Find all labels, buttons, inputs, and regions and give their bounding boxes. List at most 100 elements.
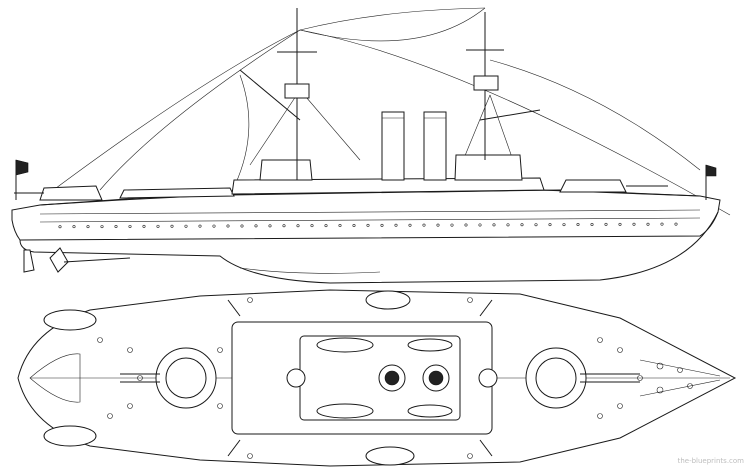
porthole [170,224,174,228]
porthole [674,222,678,226]
forward-funnel-mouth [428,370,444,386]
derrick [239,69,301,121]
deck-fitting [137,375,143,381]
hull-upper [11,189,721,241]
porthole-row [58,222,678,229]
porthole [408,223,412,227]
aft-turret [39,185,103,201]
porthole [114,225,118,229]
porthole [310,224,314,228]
porthole [282,224,286,228]
porthole [450,223,454,227]
aft-turret-top [165,357,207,399]
deck-fitting [687,383,693,389]
deck-fitting [637,375,643,381]
porthole [128,224,132,228]
forward-funnel [423,111,447,181]
aft-funnel-mouth [384,370,400,386]
deck-fittings [97,297,693,459]
porthole [520,223,524,227]
deck-boat [316,403,374,419]
fore-top [473,75,499,91]
porthole [604,222,608,226]
deck-fitting [617,403,623,409]
casemate-guns [227,299,493,457]
porthole [324,224,328,228]
porthole [464,223,468,227]
deck-boat [316,337,374,353]
porthole [576,223,580,227]
bridge-block [454,154,523,181]
porthole [394,223,398,227]
porthole [548,223,552,227]
porthole [506,223,510,227]
bilge-keel [239,267,381,274]
porthole [436,223,440,227]
deck-fitting [97,337,103,343]
porthole [660,222,664,226]
porthole [338,224,342,228]
porthole [86,225,90,229]
porthole [366,223,370,227]
deck-boat [407,404,453,418]
rigging [39,7,731,216]
porthole [226,224,230,228]
aft-deckhouse [119,187,235,199]
rudder [23,249,35,273]
porthole [562,223,566,227]
main-top [284,83,310,99]
porthole [534,223,538,227]
deck-fitting [617,347,623,353]
deck-fitting [107,413,113,419]
boat-aft-port [43,309,97,331]
forward-turret [559,179,627,193]
propeller [49,247,69,273]
derrick [479,109,541,121]
side-elevation [11,7,731,284]
porthole [646,222,650,226]
bow-flag [705,164,717,177]
porthole [478,223,482,227]
porthole [590,222,594,226]
deck-fitting [467,297,473,303]
porthole [72,225,76,229]
deck-fitting [597,337,603,343]
porthole [618,222,622,226]
porthole [492,223,496,227]
porthole [240,224,244,228]
aft-bridge [259,159,313,181]
boat-mid-port [365,290,411,310]
midship-superstructure [231,177,545,195]
porthole [632,222,636,226]
fore-mast-top [478,368,498,388]
porthole [254,224,258,228]
watermark: the-blueprints.com [677,457,744,465]
aft-funnel [381,111,405,181]
porthole [296,224,300,228]
deck-fitting [247,453,253,459]
porthole [422,223,426,227]
anchor-gear [639,359,721,397]
deck-fitting [467,453,473,459]
stern-flag [15,159,29,176]
porthole [58,225,62,229]
porthole [380,223,384,227]
porthole [184,224,188,228]
boat-aft-stbd [43,425,97,447]
deck-fitting [217,403,223,409]
deck-fitting [127,347,133,353]
porthole [156,224,160,228]
plan-view [17,289,737,467]
porthole [268,224,272,228]
deck-fitting [597,413,603,419]
boat-mid-stbd [365,446,415,466]
porthole [142,224,146,228]
porthole [352,223,356,227]
porthole [198,224,202,228]
main-mast-top [286,368,306,388]
deck-fitting [247,297,253,303]
deck-fitting [677,367,683,373]
deck-fitting [217,347,223,353]
portholes [39,209,701,223]
